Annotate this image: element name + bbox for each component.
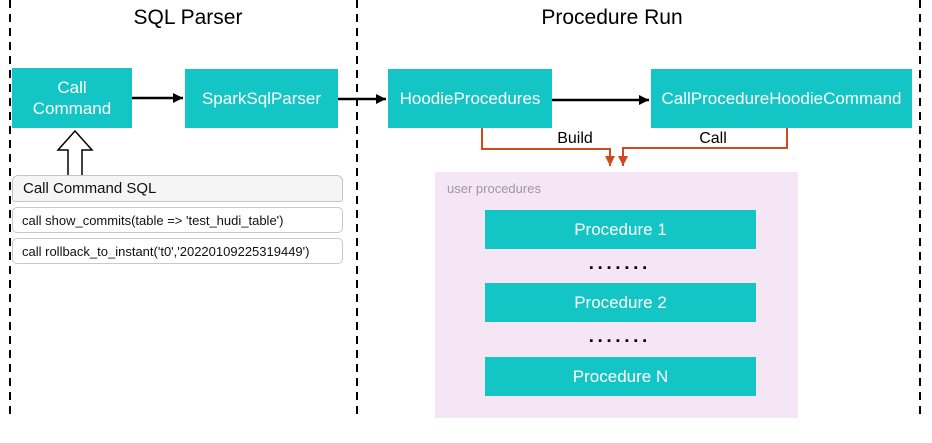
section-title-procedure-run: Procedure Run bbox=[541, 6, 683, 29]
ellipsis-dots: ▪▪▪▪▪▪▪ bbox=[589, 335, 652, 347]
section-title-sql-parser: SQL Parser bbox=[133, 6, 243, 29]
hollow-up-arrow bbox=[56, 129, 94, 178]
node-procedure-2-label: Procedure 2 bbox=[574, 292, 667, 312]
node-call-command: Call Command bbox=[12, 68, 132, 128]
user-procedures-label: user procedures bbox=[447, 181, 541, 196]
node-call-procedure-hoodie-command: CallProcedureHoodieCommand bbox=[651, 69, 912, 128]
node-spark-sql-parser: SparkSqlParser bbox=[185, 69, 338, 128]
node-spark-sql-parser-label: SparkSqlParser bbox=[201, 88, 322, 108]
edge-label-call: Call bbox=[699, 130, 727, 147]
node-procedure-n: Procedure N bbox=[485, 357, 756, 396]
user-procedures-container: user procedures Procedure 1 ▪▪▪▪▪▪▪ Proc… bbox=[435, 172, 798, 418]
sql-row-text: call rollback_to_instant('t0','202201092… bbox=[22, 243, 310, 259]
node-hoodie-procedures: HoodieProcedures bbox=[388, 69, 552, 128]
sql-row-rollback: call rollback_to_instant('t0','202201092… bbox=[12, 238, 343, 264]
node-call-procedure-hoodie-command-label: CallProcedureHoodieCommand bbox=[661, 88, 902, 108]
node-procedure-1: Procedure 1 bbox=[485, 210, 756, 249]
sql-row-show-commits: call show_commits(table => 'test_hudi_ta… bbox=[12, 207, 343, 233]
edge-label-build: Build bbox=[557, 130, 593, 147]
node-procedure-1-label: Procedure 1 bbox=[574, 219, 667, 239]
node-call-command-label: Call Command bbox=[32, 77, 112, 118]
ellipsis-dots: ▪▪▪▪▪▪▪ bbox=[589, 262, 652, 274]
sql-row-text: call show_commits(table => 'test_hudi_ta… bbox=[22, 212, 284, 228]
sql-panel-header: Call Command SQL bbox=[12, 175, 343, 202]
node-procedure-2: Procedure 2 bbox=[485, 283, 756, 322]
node-procedure-n-label: Procedure N bbox=[572, 366, 669, 386]
node-hoodie-procedures-label: HoodieProcedures bbox=[399, 88, 541, 108]
sql-panel-title: Call Command SQL bbox=[23, 180, 157, 197]
